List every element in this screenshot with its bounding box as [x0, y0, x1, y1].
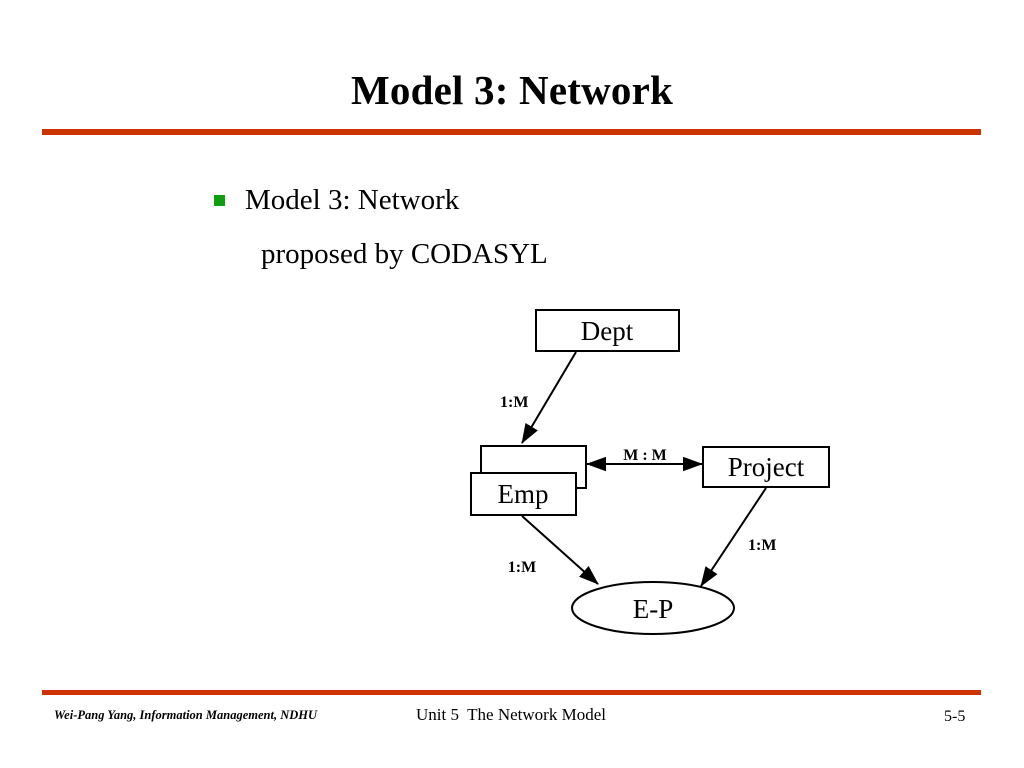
- bullet-item: Model 3: Network: [214, 183, 459, 217]
- edge-emp-to-ep: [521, 515, 599, 585]
- node-emp[interactable]: Emp: [470, 445, 587, 516]
- node-emp-box-front: [470, 472, 577, 516]
- footer-page-number: 5-5: [944, 708, 966, 725]
- node-dept[interactable]: Dept: [535, 309, 680, 352]
- edge-label-emp-ep: 1:M: [508, 559, 536, 576]
- node-project[interactable]: Project: [702, 446, 830, 488]
- edge-label-emp-project: M : M: [623, 447, 667, 464]
- node-dept-label: Dept: [581, 316, 634, 346]
- sub-bullet-label: proposed by CODASYL: [261, 238, 548, 270]
- square-bullet-icon: [214, 195, 225, 206]
- header-divider: [42, 129, 981, 135]
- network-model-diagram: Dept Emp Project E-P 1:M M : M 1:M 1:M: [440, 295, 870, 655]
- node-project-label: Project: [728, 452, 805, 482]
- node-project-box: [702, 446, 830, 488]
- footer-unit-title: Unit 5 The Network Model: [416, 705, 606, 724]
- node-ep[interactable]: E-P: [571, 581, 735, 635]
- node-ep-ellipse: [571, 581, 735, 635]
- node-dept-box: [535, 309, 680, 352]
- footer-divider: [42, 690, 981, 695]
- edge-dept-to-emp: [521, 351, 577, 444]
- node-ep-label: E-P: [633, 594, 674, 624]
- edge-label-project-ep: 1:M: [748, 537, 776, 554]
- edge-label-dept-emp: 1:M: [500, 394, 528, 411]
- footer-author: Wei-Pang Yang, Information Management, N…: [54, 708, 318, 722]
- edge-project-to-ep: [700, 487, 767, 587]
- diagram-canvas: Dept Emp Project E-P 1:M M : M 1:M 1:M: [470, 309, 830, 635]
- node-emp-label: Emp: [498, 479, 549, 509]
- bullet-item-label: Model 3: Network: [245, 184, 460, 216]
- page-title: Model 3: Network: [350, 67, 673, 113]
